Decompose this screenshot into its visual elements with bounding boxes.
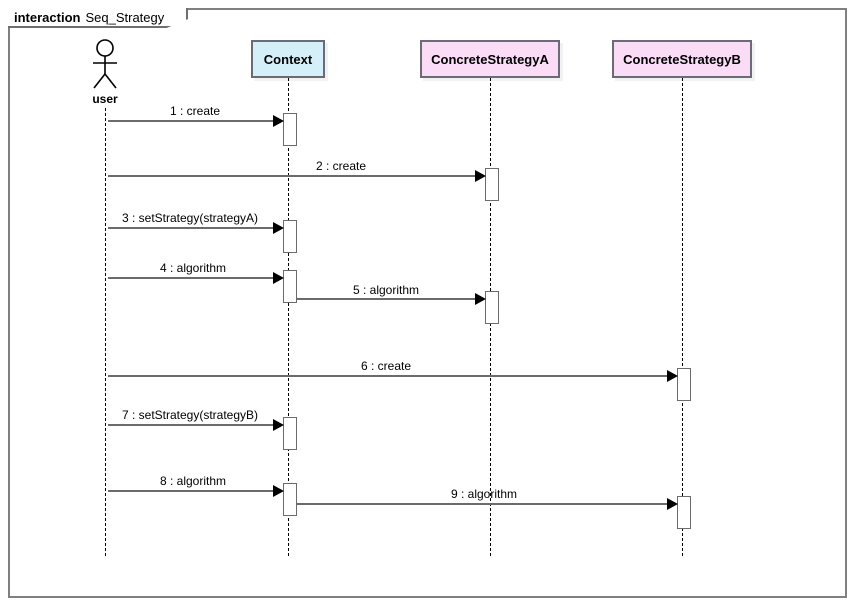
message-arrowhead-8 bbox=[273, 485, 284, 497]
activation-bar-concreteStrategyB[interactable] bbox=[677, 496, 691, 529]
lifeline-label-user: user bbox=[92, 92, 118, 106]
message-line-7[interactable] bbox=[108, 424, 274, 426]
message-arrowhead-9 bbox=[667, 498, 678, 510]
message-line-6[interactable] bbox=[108, 375, 668, 377]
message-line-4[interactable] bbox=[108, 277, 274, 279]
lifeline-label-context: Context bbox=[263, 51, 313, 67]
message-arrowhead-2 bbox=[475, 170, 486, 182]
lifeline-user bbox=[105, 108, 106, 556]
message-line-5[interactable] bbox=[297, 298, 476, 300]
lifeline-concreteStrategyB bbox=[682, 78, 683, 556]
lifeline-label-concreteStrategyB: ConcreteStrategyB bbox=[623, 51, 741, 67]
interaction-frame bbox=[8, 8, 847, 598]
message-arrowhead-4 bbox=[273, 272, 284, 284]
frame-name: Seq_Strategy bbox=[85, 9, 165, 25]
activation-bar-context[interactable] bbox=[283, 270, 297, 303]
actor-icon bbox=[93, 39, 117, 89]
activation-bar-context[interactable] bbox=[283, 220, 297, 253]
message-label-5: 5 : algorithm bbox=[352, 283, 420, 297]
message-label-4: 4 : algorithm bbox=[159, 261, 227, 275]
activation-bar-concreteStrategyB[interactable] bbox=[677, 368, 691, 401]
message-label-6: 6 : create bbox=[360, 359, 412, 373]
lifeline-head-context[interactable]: Context bbox=[251, 40, 325, 78]
activation-bar-concreteStrategyA[interactable] bbox=[485, 168, 499, 201]
message-line-1[interactable] bbox=[108, 120, 274, 122]
message-line-8[interactable] bbox=[108, 490, 274, 492]
message-label-3: 3 : setStrategy(strategyA) bbox=[121, 211, 259, 225]
message-arrowhead-7 bbox=[273, 419, 284, 431]
interaction-frame-header: interaction Seq_Strategy bbox=[8, 8, 189, 28]
message-label-2: 2 : create bbox=[315, 159, 367, 173]
message-arrowhead-6 bbox=[667, 370, 678, 382]
activation-bar-concreteStrategyA[interactable] bbox=[485, 291, 499, 324]
lifeline-head-concreteStrategyB[interactable]: ConcreteStrategyB bbox=[612, 40, 752, 78]
message-arrowhead-5 bbox=[475, 293, 486, 305]
frame-keyword: interaction bbox=[14, 9, 81, 25]
message-label-9: 9 : algorithm bbox=[450, 487, 518, 501]
lifeline-label-concreteStrategyA: ConcreteStrategyA bbox=[431, 51, 549, 67]
activation-bar-context[interactable] bbox=[283, 113, 297, 146]
message-line-2[interactable] bbox=[108, 175, 476, 177]
message-arrowhead-3 bbox=[273, 222, 284, 234]
lifeline-head-concreteStrategyA[interactable]: ConcreteStrategyA bbox=[420, 40, 560, 78]
message-label-1: 1 : create bbox=[169, 104, 221, 118]
message-line-3[interactable] bbox=[108, 227, 274, 229]
message-arrowhead-1 bbox=[273, 115, 284, 127]
message-label-7: 7 : setStrategy(strategyB) bbox=[121, 408, 259, 422]
activation-bar-context[interactable] bbox=[283, 483, 297, 516]
lifeline-context bbox=[288, 78, 289, 556]
message-line-9[interactable] bbox=[297, 503, 668, 505]
activation-bar-context[interactable] bbox=[283, 417, 297, 450]
message-label-8: 8 : algorithm bbox=[159, 474, 227, 488]
